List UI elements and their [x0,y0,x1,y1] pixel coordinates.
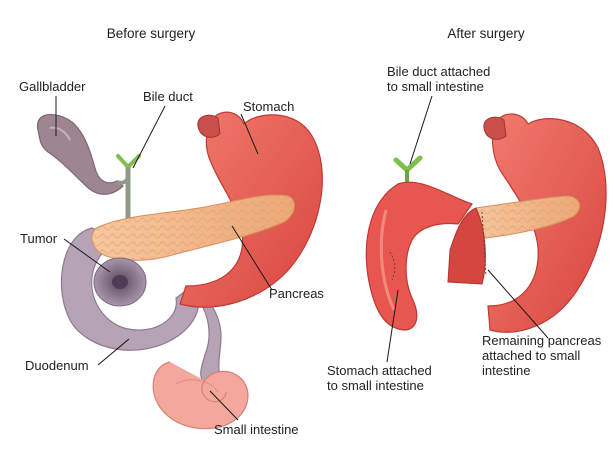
label-stomach: Stomach [243,99,294,114]
gallbladder-shape [38,114,123,194]
before-panel: Before surgery [19,26,324,437]
label-after-bile-duct-1: Bile duct attached [387,64,490,79]
label-gallbladder: Gallbladder [19,79,86,94]
label-after-pancreas-1: Remaining pancreas [482,333,602,348]
label-duodenum: Duodenum [25,358,89,373]
after-panel: After surgery Bile duct atta [327,26,606,393]
tumor-shape [94,258,146,306]
bile-duct-leader [133,106,165,168]
label-tumor: Tumor [20,231,58,246]
label-after-stomach-2: to small intestine [327,378,424,393]
after-bile-duct-leader [410,96,432,164]
label-pancreas: Pancreas [269,286,324,301]
label-bile-duct: Bile duct [143,89,193,104]
label-after-bile-duct-2: to small intestine [387,79,484,94]
label-after-pancreas-2: attached to small [482,348,580,363]
label-after-pancreas-3: intestine [482,363,530,378]
label-after-stomach-1: Stomach attached [327,363,432,378]
before-title: Before surgery [107,26,196,41]
label-small-intestine: Small intestine [214,422,299,437]
after-title: After surgery [447,26,525,41]
